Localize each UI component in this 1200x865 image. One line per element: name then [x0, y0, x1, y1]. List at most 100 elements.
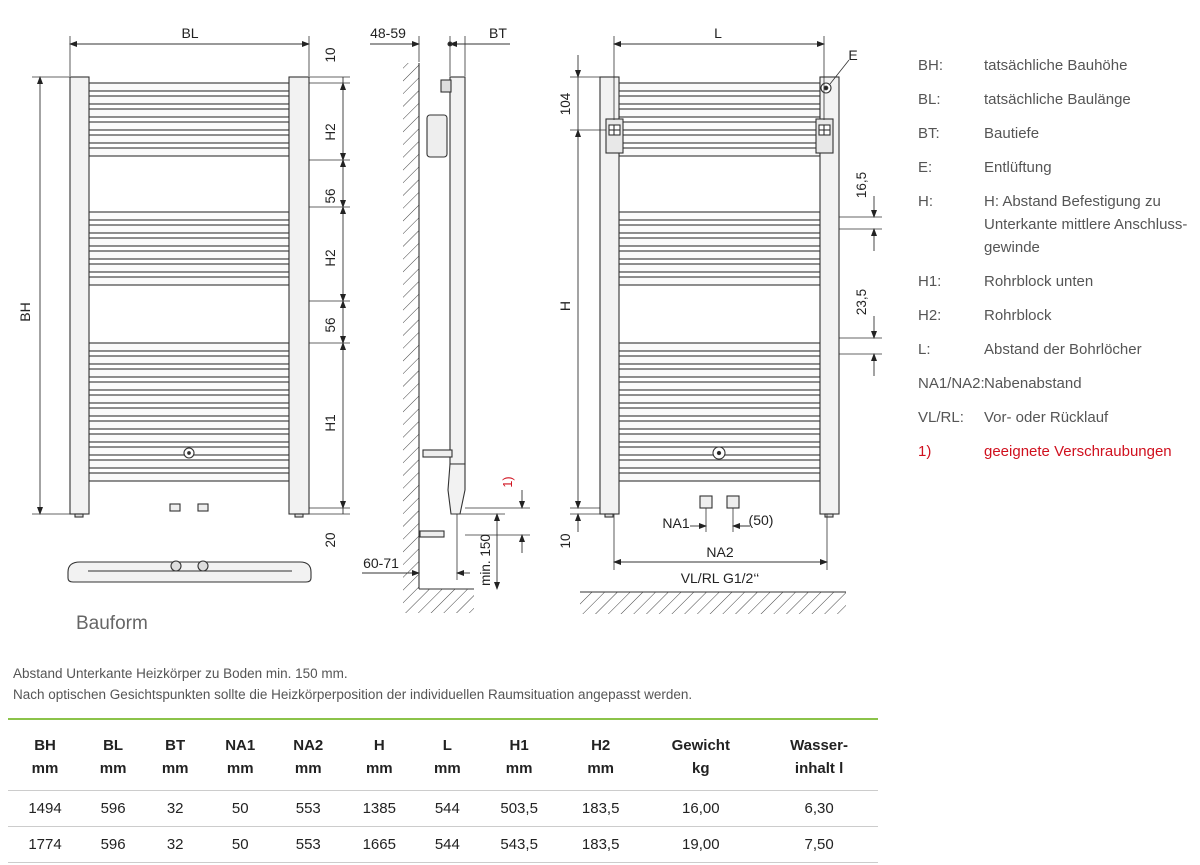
dim-h1: H1 — [323, 414, 338, 431]
dim-top-10: 10 — [323, 47, 338, 62]
legend-row: VL/RL:Vor- oder Rücklauf — [918, 406, 1188, 429]
radiator-tube — [618, 250, 821, 260]
side-wall-hatch — [403, 63, 419, 613]
radiator-tube — [88, 147, 290, 157]
back-top-label: 104 — [558, 92, 573, 115]
front-view-bars — [88, 82, 290, 482]
legend-key: BL: — [918, 91, 941, 108]
legend-key: BT: — [918, 125, 940, 142]
legend-row: 1)geeignete Verschraubungen — [918, 440, 1188, 463]
table-cell: 1385 — [342, 790, 417, 827]
table-cell: 19,00 — [641, 826, 761, 863]
radiator-tube — [88, 368, 290, 378]
side-depth-range-label: 48-59 — [370, 25, 406, 41]
back-50-label: (50) — [749, 512, 774, 528]
side-bracket-top — [426, 114, 448, 158]
front-chain-dimensions — [309, 76, 350, 515]
front-left-rail — [69, 76, 90, 515]
radiator-tube — [618, 472, 821, 482]
legend-key: 1) — [918, 443, 932, 460]
front-right-rail — [288, 76, 310, 515]
radiator-tube — [618, 355, 821, 365]
table-cell: 50 — [206, 826, 275, 863]
table-cell: 553 — [274, 826, 343, 863]
back-offset-label: 10 — [558, 533, 573, 548]
legend-key: E: — [918, 159, 933, 176]
radiator-tube — [618, 276, 821, 286]
radiator-tube — [88, 250, 290, 260]
radiator-tube — [88, 381, 290, 391]
table-cell: 544 — [416, 790, 479, 827]
radiator-tube — [618, 342, 821, 352]
side-connector — [419, 530, 445, 538]
dim-h2-upper: H2 — [323, 123, 338, 140]
legend-value: Vor- oder Rücklauf — [984, 409, 1109, 426]
table-cell: 6,30 — [760, 790, 878, 827]
table-cell: 183,5 — [559, 790, 642, 827]
radiator-tube — [88, 420, 290, 430]
legend-row: L:Abstand der Bohrlöcher — [918, 338, 1188, 361]
legend-key: BH: — [918, 57, 944, 74]
front-height-label: BH — [17, 302, 33, 321]
side-depth-label: BT — [489, 25, 507, 41]
legend-value: tatsächliche Baulänge — [984, 91, 1131, 108]
legend-value: Abstand der Bohrlöcher — [984, 341, 1142, 358]
legend-row: H:H: Abstand Befestigung zu Unterkante m… — [918, 190, 1188, 259]
side-wall-label: 60-71 — [363, 555, 399, 571]
radiator-tube — [88, 108, 290, 118]
back-connection-label: VL/RL G1/2‘‘ — [681, 570, 760, 586]
back-valve-right — [726, 495, 740, 509]
dim-h2-lower: H2 — [323, 249, 338, 266]
radiator-tube — [88, 121, 290, 131]
front-chain-labels: 10 H2 56 H2 56 H1 20 — [323, 47, 338, 547]
table-cell: 543,5 — [478, 826, 560, 863]
back-view — [570, 36, 882, 614]
dim-56-upper: 56 — [323, 188, 338, 203]
table-cell: 596 — [82, 826, 145, 863]
side-min-floor-label: min. 150 — [478, 534, 493, 586]
radiator-tube — [618, 237, 821, 247]
radiator-tube — [618, 459, 821, 469]
table-cell: 1774 — [8, 826, 83, 863]
radiator-tube — [88, 95, 290, 105]
back-bracket-left — [605, 118, 624, 154]
radiator-tube — [88, 263, 290, 273]
back-floor-hatch — [580, 592, 846, 614]
legend-value: Rohrblock unten — [984, 273, 1094, 290]
radiator-tube — [88, 472, 290, 482]
back-valve-left — [699, 495, 713, 509]
side-floor-hatch — [419, 589, 474, 613]
radiator-tube — [618, 82, 821, 92]
legend-row: H2:Rohrblock — [918, 304, 1188, 327]
radiator-tube — [618, 211, 821, 221]
radiator-tube — [618, 108, 821, 118]
table-cell: 183,5 — [559, 826, 642, 863]
legend-row: BH:tatsächliche Bauhöhe — [918, 54, 1188, 77]
legend-value: H: Abstand Befestigung zu Unterkante mit… — [984, 193, 1188, 256]
notes: Abstand Unterkante Heizkörper zu Boden m… — [13, 663, 692, 705]
radiator-tube — [88, 237, 290, 247]
drawing-caption: Bauform — [76, 613, 148, 634]
radiator-tube — [88, 134, 290, 144]
top-view — [67, 560, 312, 583]
radiator-tube — [618, 433, 821, 443]
table-cell: 596 — [82, 790, 145, 827]
radiator-tube — [618, 121, 821, 131]
front-valve-left — [169, 503, 181, 512]
radiator-tube — [618, 381, 821, 391]
radiator-tube — [88, 459, 290, 469]
back-bracket-right — [815, 118, 834, 154]
radiator-tube — [618, 407, 821, 417]
legend-value: Nabenabstand — [984, 375, 1082, 392]
radiator-tube — [618, 263, 821, 273]
legend-key: H1: — [918, 273, 942, 290]
